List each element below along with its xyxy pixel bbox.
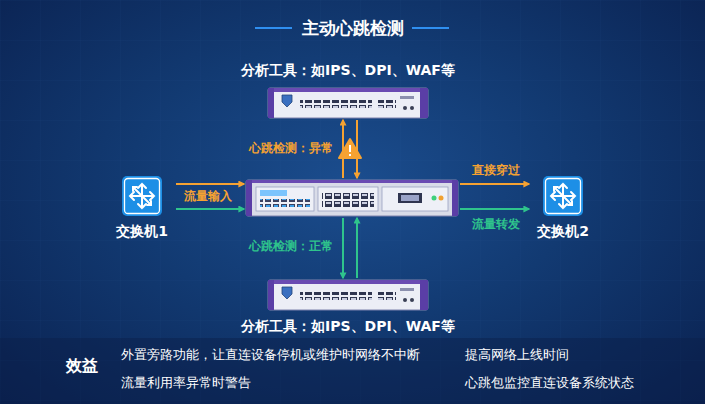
edge-label: 流量输入	[184, 189, 232, 204]
edge-label: 直接穿过	[472, 163, 520, 178]
switch-icon: 交换机1	[110, 175, 174, 241]
analysis-device: 分析工具：如IPS、DPI、WAF等	[235, 60, 461, 118]
benefit-item: 提高网络上线时间	[465, 345, 569, 365]
node-label: 交换机2	[535, 221, 591, 241]
figure-slot	[563, 175, 564, 215]
figure-slot	[142, 175, 143, 215]
edge-label: 流量转发	[472, 217, 520, 232]
title: 主动心跳检测	[0, 16, 705, 40]
bypass-device	[246, 180, 458, 216]
edge-label: 心跳检测：异常	[249, 141, 333, 156]
node-label: 交换机1	[114, 221, 170, 241]
flow-arrow	[342, 218, 344, 278]
edge-label: 心跳检测：正常	[249, 239, 333, 254]
flow-arrow	[460, 183, 529, 185]
flow-arrow	[460, 208, 529, 210]
figure-slot	[348, 88, 349, 118]
figure-slot	[352, 180, 353, 216]
figure-slot	[348, 280, 349, 310]
benefit-item: 心跳包监控直连设备系统状态	[465, 373, 634, 393]
node-label: 分析工具：如IPS、DPI、WAF等	[239, 60, 457, 80]
benefit-heading: 效益	[66, 356, 98, 376]
analysis-device: 分析工具：如IPS、DPI、WAF等	[235, 280, 461, 336]
benefit-item: 流量利用率异常时警告	[121, 373, 251, 393]
switch-icon: 交换机2	[531, 175, 595, 241]
flow-arrow	[176, 183, 244, 185]
benefit-item: 外置旁路功能，让直连设备停机或维护时网络不中断	[121, 345, 420, 365]
flow-arrow	[176, 208, 244, 210]
flow-arrow	[356, 218, 358, 278]
node-label: 分析工具：如IPS、DPI、WAF等	[239, 316, 457, 336]
